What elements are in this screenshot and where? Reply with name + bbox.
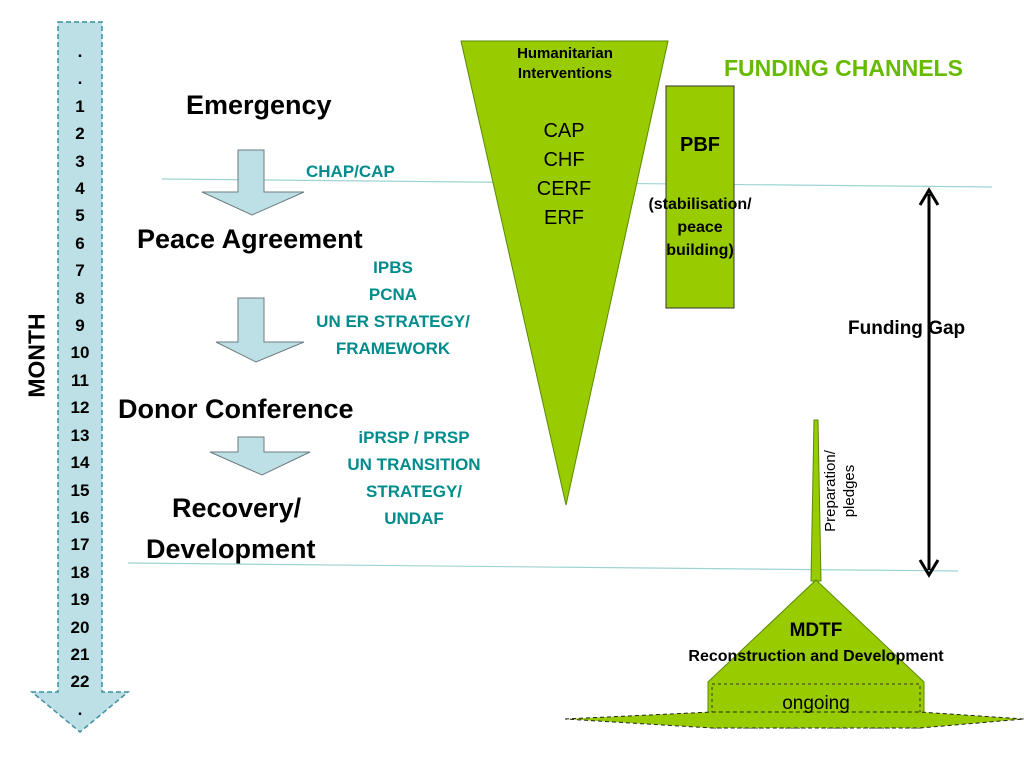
stage-arrow-2 bbox=[215, 297, 305, 363]
stage-arrow-1 bbox=[201, 149, 305, 216]
funding-gap-label: Funding Gap bbox=[848, 318, 966, 339]
month-list: . . 1 2 3 4 5 6 7 8 9 10 11 12 13 14 15 … bbox=[58, 38, 102, 723]
page-title: FUNDING CHANNELS bbox=[724, 55, 963, 81]
humanitarian-item: CHF bbox=[543, 149, 585, 171]
month-arrow bbox=[29, 21, 131, 733]
humanitarian-triangle bbox=[460, 40, 669, 506]
month-item: . bbox=[77, 699, 83, 719]
instrument-chap: CHAP/CAP bbox=[306, 162, 395, 181]
month-item: 10 bbox=[70, 343, 90, 363]
month-item: 14 bbox=[70, 453, 90, 473]
humanitarian-item: CERF bbox=[536, 178, 592, 200]
pbf-sub: (stabilisation/ peace building) bbox=[630, 193, 770, 262]
pbf-sub-line: building) bbox=[666, 242, 734, 259]
base-platform bbox=[564, 711, 1024, 729]
stage-arrow-3 bbox=[209, 436, 311, 476]
humanitarian-header: Humanitarian Interventions bbox=[490, 44, 640, 84]
month-item: 20 bbox=[70, 617, 90, 637]
month-item: 7 bbox=[75, 261, 85, 281]
instrument-item: PCNA bbox=[368, 285, 418, 304]
month-item: 13 bbox=[70, 425, 90, 445]
stage-emergency: Emergency bbox=[186, 90, 332, 120]
preparation-line: Preparation/ bbox=[822, 450, 839, 532]
preparation-label: Preparation/ pledges bbox=[821, 441, 859, 541]
month-item: 11 bbox=[71, 370, 89, 390]
instrument-group-3: iPRSP / PRSP UN TRANSITION STRATEGY/ UND… bbox=[318, 424, 510, 532]
pbf-sub-line: (stabilisation/ bbox=[648, 196, 752, 213]
month-axis-label: MONTH bbox=[23, 313, 50, 398]
humanitarian-item: CAP bbox=[543, 120, 585, 142]
month-item: 2 bbox=[75, 124, 85, 144]
instrument-item: iPRSP / PRSP bbox=[358, 428, 470, 447]
month-item: . bbox=[77, 69, 83, 89]
instrument-item: UN TRANSITION bbox=[347, 455, 481, 474]
month-item: 6 bbox=[75, 233, 85, 253]
month-item: 19 bbox=[70, 590, 90, 610]
month-item: 12 bbox=[70, 398, 90, 418]
month-item: . bbox=[77, 42, 83, 61]
month-item: 21 bbox=[70, 644, 90, 664]
month-item: 1 bbox=[75, 96, 85, 116]
pbf-label: PBF bbox=[680, 134, 720, 156]
month-item: 17 bbox=[70, 535, 90, 555]
stage-recovery: Recovery/ bbox=[172, 493, 302, 523]
stage-peace-agreement: Peace Agreement bbox=[137, 224, 363, 254]
month-item: 15 bbox=[70, 480, 90, 500]
funding-gap-arrow bbox=[918, 187, 940, 578]
preparation-line: pledges bbox=[841, 464, 858, 518]
stage-donor-conference: Donor Conference bbox=[118, 394, 354, 424]
pbf-box bbox=[665, 85, 735, 309]
month-item: 8 bbox=[75, 288, 85, 308]
instrument-item: FRAMEWORK bbox=[335, 339, 451, 358]
month-item: 22 bbox=[70, 672, 90, 692]
month-item: 16 bbox=[70, 507, 90, 527]
pbf-sub-line: peace bbox=[677, 219, 723, 236]
mdtf-label: MDTF bbox=[789, 620, 843, 641]
month-item: 3 bbox=[75, 151, 85, 171]
instrument-item: UN ER STRATEGY/ bbox=[316, 312, 470, 331]
humanitarian-header-line: Humanitarian bbox=[517, 45, 613, 62]
humanitarian-items: CAP CHF CERF ERF bbox=[514, 117, 614, 233]
mdtf-sub: Reconstruction and Development bbox=[688, 648, 944, 665]
humanitarian-header-line: Interventions bbox=[517, 65, 613, 82]
humanitarian-item: ERF bbox=[544, 207, 584, 229]
instrument-item: IPBS bbox=[373, 258, 413, 277]
month-item: 9 bbox=[75, 316, 85, 336]
instrument-group-2: IPBS PCNA UN ER STRATEGY/ FRAMEWORK bbox=[288, 254, 498, 362]
mdtf-status: ongoing bbox=[782, 693, 850, 714]
month-item: 18 bbox=[70, 562, 90, 582]
stage-development: Development bbox=[146, 534, 316, 564]
instrument-item: UNDAF bbox=[384, 509, 444, 528]
month-item: 4 bbox=[75, 179, 85, 199]
month-item: 5 bbox=[75, 206, 85, 226]
preparation-spike bbox=[810, 419, 822, 582]
instrument-item: STRATEGY/ bbox=[365, 482, 463, 501]
